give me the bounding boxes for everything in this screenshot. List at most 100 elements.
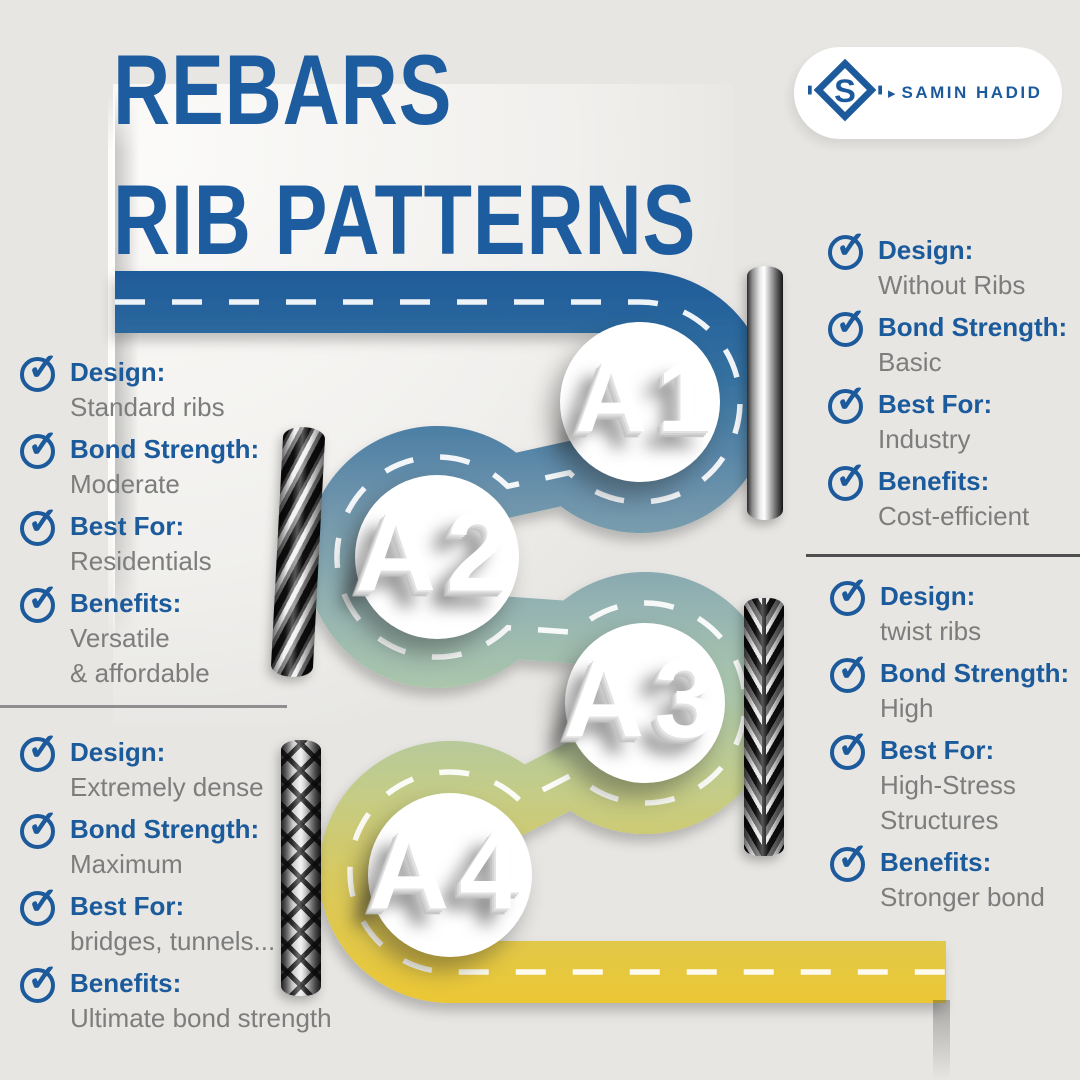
feature-text: Bond Strength: Maximum [70,811,259,882]
feature-text: Best For: Residentials [70,508,212,579]
milestone-circle-a1: A1 [560,322,720,482]
svg-text:S: S [834,73,856,109]
check-icon [20,349,59,392]
check-icon [830,727,869,770]
cross-hatched-rebar [281,740,321,996]
feature-label: Design: [70,737,166,767]
feature-item: Bond Strength: Basic [828,304,1078,380]
divider-left [0,705,287,708]
page-title-line2: RIB PATTERNS [113,164,697,275]
twist-rebar-spine [762,598,766,856]
feature-block-a2: Design: Standard ribs Bond Strength: Mod… [20,349,360,697]
feature-text: Best For: High-Stress Structures [880,732,1016,838]
feature-label: Design: [880,581,976,611]
check-icon [20,580,59,623]
feature-block-a1: Design: Without Ribs Bond Strength: Basi… [828,227,1078,540]
feature-item: Design: Without Ribs [828,227,1078,303]
feature-label: Best For: [880,735,995,765]
feature-item: Design: Extremely dense [20,729,365,805]
feature-text: Design: twist ribs [880,578,981,649]
twist-rebar-left-ribs [744,598,764,856]
feature-item: Best For: Industry [828,381,1078,457]
feature-block-a4: Design: Extremely dense Bond Strength: M… [20,729,365,1042]
feature-value: twist ribs [880,616,982,646]
milestone-label-a2: A2 [355,489,519,615]
milestone-circle-a2: A2 [355,475,519,639]
feature-item: Benefits: Cost-efficient [828,458,1078,534]
check-icon [828,458,867,501]
feature-label: Benefits: [70,588,182,618]
check-icon [20,806,59,849]
feature-item: Bond Strength: High [830,650,1080,726]
divider-right [806,554,1080,557]
feature-value: Stronger bond [880,882,1045,912]
milestone-label-a3: A3 [563,635,727,761]
feature-value: Moderate [70,469,180,499]
feature-item: Benefits: Ultimate bond strength [20,960,365,1036]
feature-text: Bond Strength: Basic [878,309,1067,380]
twist-rebar-right-ribs [764,598,784,856]
road-end-fold-shadow [933,1000,950,1080]
feature-text: Design: Extremely dense [70,734,264,805]
feature-item: Benefits: Stronger bond [830,839,1080,915]
page-title-line1: REBARS [113,34,453,145]
check-icon [828,227,867,270]
milestone-label-a1: A1 [574,340,723,453]
feature-text: Bond Strength: High [880,655,1069,726]
check-icon [20,503,59,546]
feature-text: Benefits: Cost-efficient [878,463,1029,534]
check-icon [830,650,869,693]
feature-label: Bond Strength: [878,312,1068,342]
feature-value: Industry [878,424,971,454]
milestone-circle-a3: A3 [563,623,727,783]
feature-text: Benefits: Ultimate bond strength [70,965,332,1036]
feature-label: Best For: [878,389,993,419]
brand-name: SAMIN HADID [901,83,1043,102]
check-icon [20,426,59,469]
check-icon [830,839,869,882]
feature-label: Bond Strength: [880,658,1070,688]
milestone-circle-a4: A4 [368,793,532,957]
feature-label: Design: [878,235,974,265]
feature-item: Benefits: Versatile & affordable [20,580,360,691]
feature-block-a3: Design: twist ribs Bond Strength: High B… [830,573,1080,921]
feature-label: Best For: [70,891,185,921]
feature-item: Bond Strength: Maximum [20,806,365,882]
feature-label: Bond Strength: [70,434,260,464]
feature-item: Design: Standard ribs [20,349,360,425]
feature-item: Best For: Residentials [20,503,360,579]
feature-value: Cost-efficient [878,501,1030,531]
feature-value: Versatile & affordable [70,623,210,688]
feature-label: Benefits: [70,968,182,998]
check-icon [20,960,59,1003]
feature-text: Design: Standard ribs [70,354,225,425]
feature-value: Without Ribs [878,270,1026,300]
logo-mark-icon: S [808,58,882,122]
brand-arrow-icon: ▸ [888,84,896,102]
feature-value: High [880,693,934,723]
feature-label: Benefits: [880,847,992,877]
feature-item: Best For: bridges, tunnels... [20,883,365,959]
feature-item: Bond Strength: Moderate [20,426,360,502]
plain-smooth-rebar [747,266,783,520]
feature-item: Design: twist ribs [830,573,1080,649]
feature-text: Best For: Industry [878,386,992,457]
feature-value: Ultimate bond strength [70,1003,332,1033]
feature-label: Design: [70,357,166,387]
feature-value: Standard ribs [70,392,225,422]
check-icon [828,381,867,424]
feature-text: Benefits: Versatile & affordable [70,585,210,691]
brand-logo: S ▸ SAMIN HADID [794,47,1062,139]
feature-value: High-Stress Structures [880,770,1016,835]
check-icon [20,729,59,772]
page-fold-ridge [108,90,115,650]
feature-text: Bond Strength: Moderate [70,431,259,502]
feature-value: Maximum [70,849,183,879]
feature-value: Residentials [70,546,212,576]
feature-label: Benefits: [878,466,990,496]
check-icon [830,573,869,616]
feature-item: Best For: High-Stress Structures [830,727,1080,838]
feature-text: Best For: bridges, tunnels... [70,888,275,959]
feature-label: Bond Strength: [70,814,260,844]
